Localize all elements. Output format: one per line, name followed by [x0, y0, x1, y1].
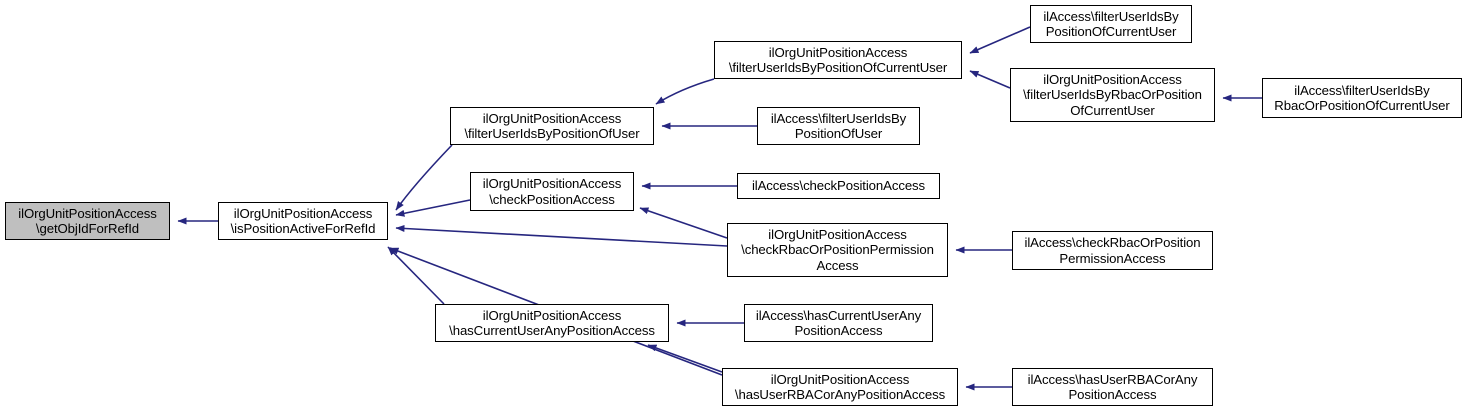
graph-node-label: ilAccess\filterUserIdsBy PositionOfUser: [770, 110, 907, 142]
graph-node[interactable]: ilAccess\filterUserIdsBy RbacOrPositionO…: [1262, 78, 1462, 118]
graph-node[interactable]: ilOrgUnitPositionAccess \hasUserRBACorAn…: [722, 368, 958, 406]
graph-node-label: ilAccess\hasCurrentUserAny PositionAcces…: [755, 307, 922, 339]
graph-node-label: ilAccess\checkPositionAccess: [751, 178, 926, 194]
graph-node[interactable]: ilAccess\filterUserIdsBy PositionOfCurre…: [1030, 5, 1192, 43]
graph-node-label: ilAccess\hasUserRBACorAny PositionAccess: [1027, 371, 1198, 403]
call-edge: [387, 246, 445, 305]
graph-node-label: ilOrgUnitPositionAccess \filterUserIdsBy…: [1023, 71, 1202, 118]
graph-node-label: ilAccess\filterUserIdsBy RbacOrPositionO…: [1274, 82, 1450, 114]
call-edge: [639, 207, 728, 239]
graph-node-label: ilOrgUnitPositionAccess \hasCurrentUserA…: [449, 307, 655, 339]
call-edge: [969, 26, 1031, 54]
graph-node-label: ilOrgUnitPositionAccess \checkRbacOrPosi…: [741, 226, 934, 273]
graph-node[interactable]: ilOrgUnitPositionAccess \isPositionActiv…: [218, 202, 388, 240]
graph-node[interactable]: ilOrgUnitPositionAccess \filterUserIdsBy…: [450, 107, 654, 145]
graph-node[interactable]: ilOrgUnitPositionAccess \filterUserIdsBy…: [1010, 68, 1215, 122]
graph-node-root[interactable]: ilOrgUnitPositionAccess \getObjIdForRefI…: [5, 202, 170, 240]
graph-node-label: ilOrgUnitPositionAccess \hasUserRBACorAn…: [734, 371, 946, 403]
call-edge: [655, 78, 715, 105]
graph-node[interactable]: ilOrgUnitPositionAccess \checkRbacOrPosi…: [727, 223, 948, 277]
graph-node-label: ilOrgUnitPositionAccess \filterUserIdsBy…: [728, 44, 948, 76]
graph-node-label: ilOrgUnitPositionAccess \checkPositionAc…: [482, 176, 622, 207]
graph-node-label: ilOrgUnitPositionAccess \isPositionActiv…: [230, 205, 376, 237]
call-edge: [395, 199, 471, 217]
graph-node-label: ilOrgUnitPositionAccess \filterUserIdsBy…: [464, 110, 640, 142]
graph-node[interactable]: ilAccess\filterUserIdsBy PositionOfUser: [757, 107, 920, 145]
graph-node-label: ilAccess\filterUserIdsBy PositionOfCurre…: [1043, 8, 1179, 40]
graph-node[interactable]: ilOrgUnitPositionAccess \filterUserIdsBy…: [714, 41, 962, 79]
call-edge: [647, 344, 723, 373]
call-edge: [969, 70, 1011, 89]
call-edge: [395, 224, 728, 247]
graph-node[interactable]: ilAccess\hasUserRBACorAny PositionAccess: [1012, 368, 1213, 406]
graph-node-label: ilOrgUnitPositionAccess \getObjIdForRefI…: [18, 205, 157, 237]
call-edge: [395, 144, 453, 211]
graph-node[interactable]: ilOrgUnitPositionAccess \checkPositionAc…: [470, 172, 634, 211]
graph-node[interactable]: ilAccess\checkRbacOrPosition PermissionA…: [1012, 231, 1213, 270]
graph-node-label: ilAccess\checkRbacOrPosition PermissionA…: [1024, 235, 1201, 266]
graph-node[interactable]: ilAccess\hasCurrentUserAny PositionAcces…: [744, 304, 933, 342]
graph-node[interactable]: ilOrgUnitPositionAccess \hasCurrentUserA…: [435, 304, 669, 342]
graph-node[interactable]: ilAccess\checkPositionAccess: [737, 173, 940, 199]
